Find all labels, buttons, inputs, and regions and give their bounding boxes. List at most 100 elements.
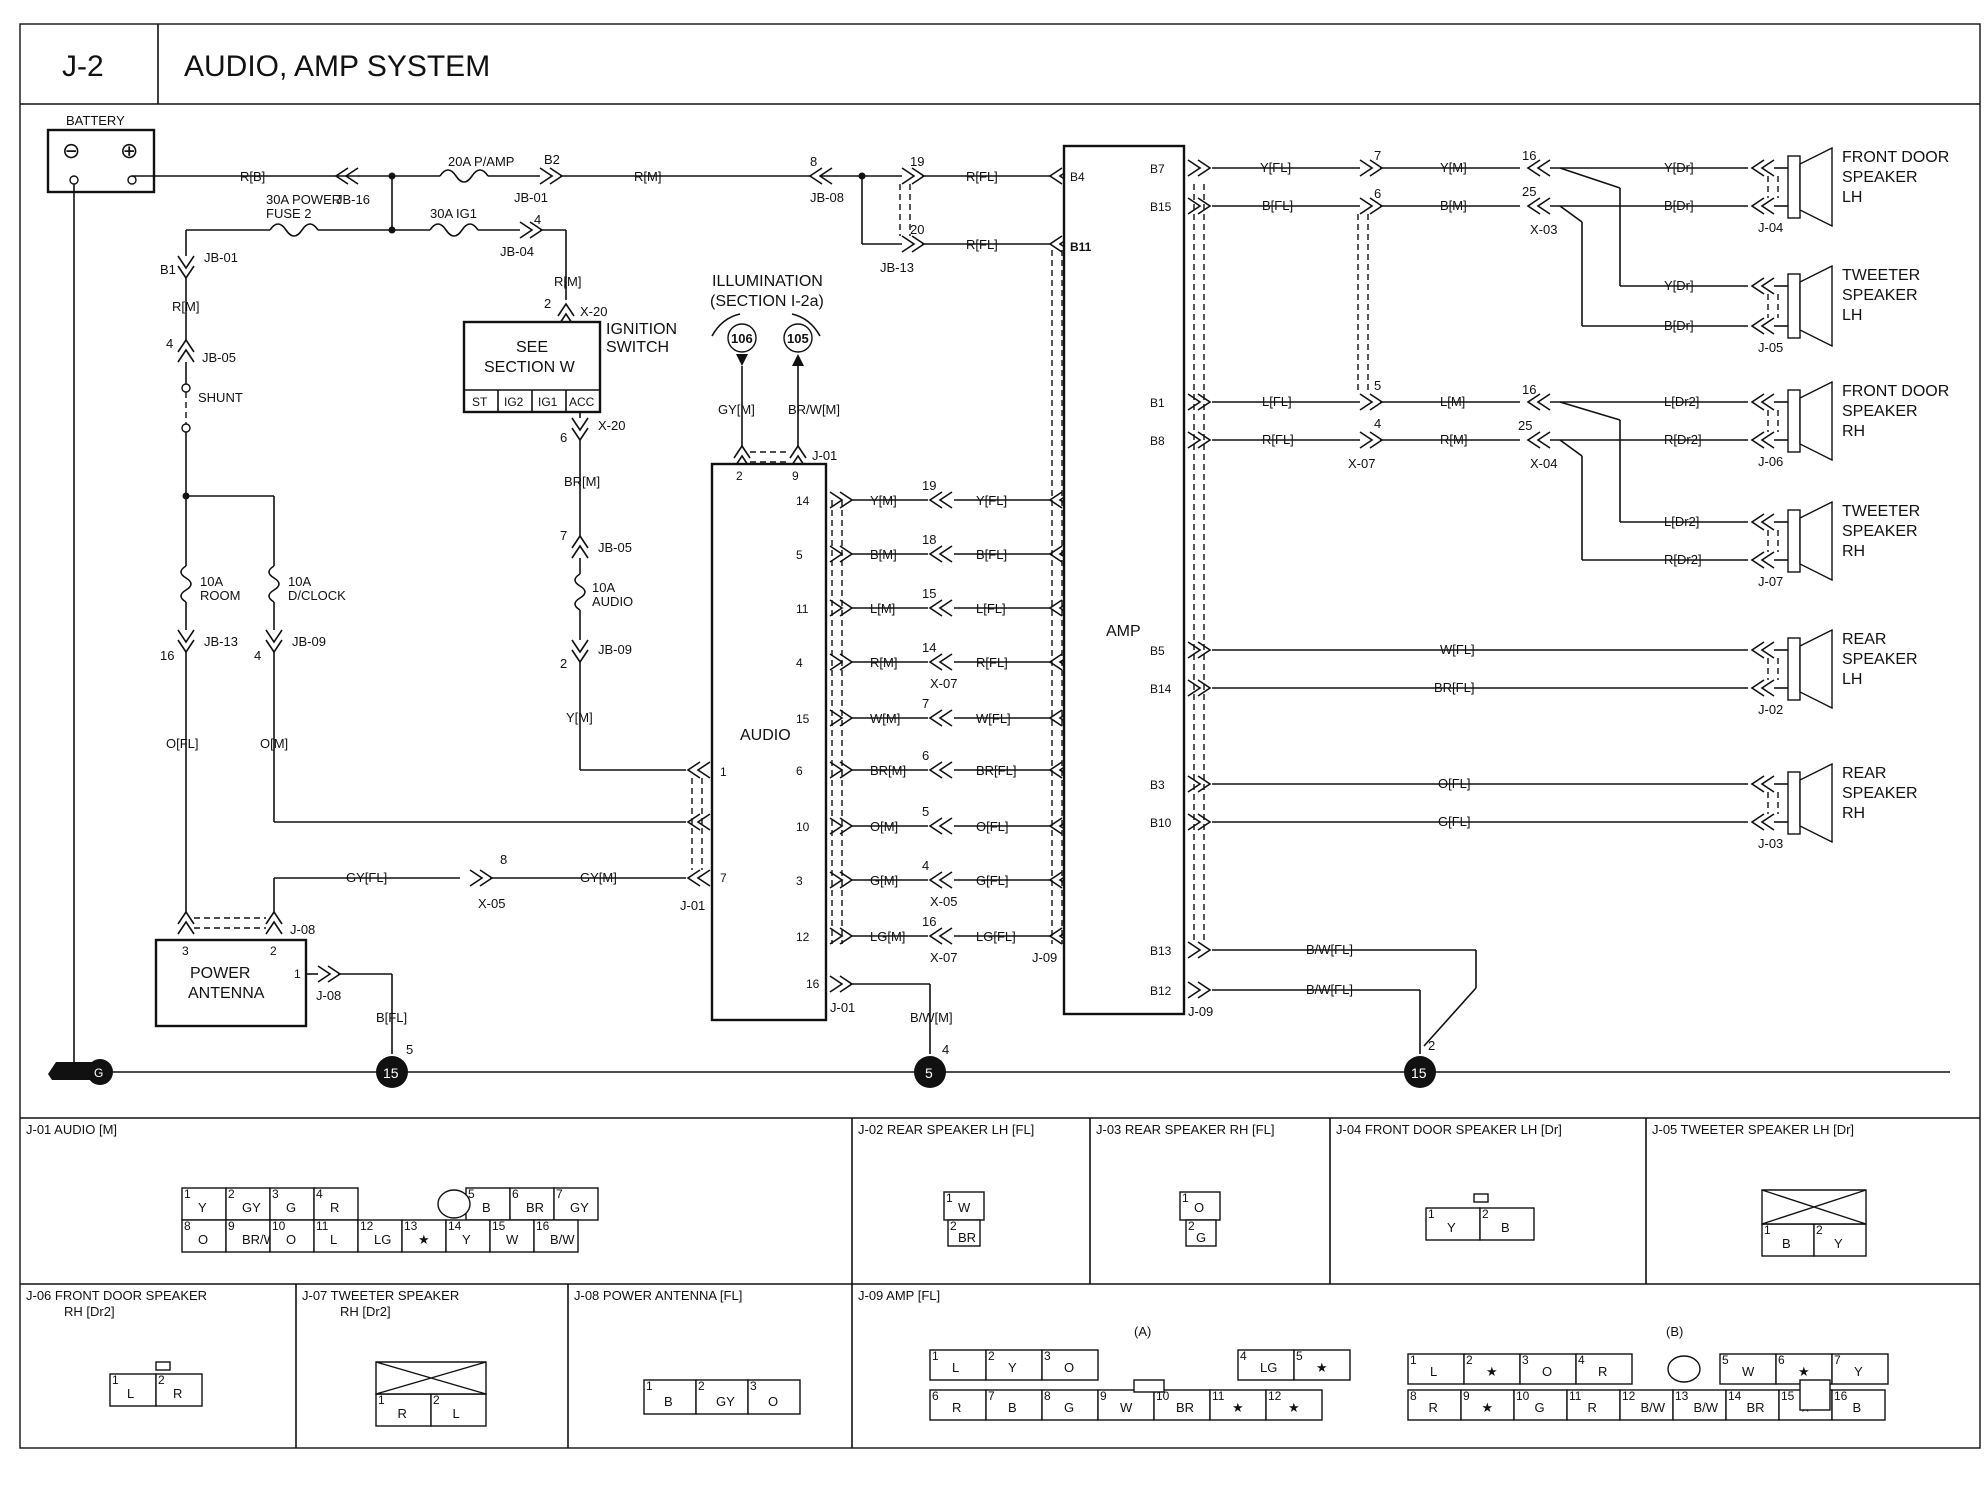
pin-number: 4: [922, 858, 929, 873]
amp-connector: [1187, 981, 1212, 999]
svg-text:8: 8: [500, 852, 507, 867]
audio-pin: 5: [796, 548, 803, 562]
pin-number: 6: [1778, 1353, 1785, 1367]
pin-color: B: [482, 1200, 491, 1215]
wire-label: BR[FL]: [976, 763, 1016, 778]
speaker-cone: [1799, 380, 1833, 462]
svg-text:J-05 TWEETER SPEAKER LH [Dr]: J-05 TWEETER SPEAKER LH [Dr]: [1652, 1122, 1854, 1137]
connector-cell: [401, 1219, 447, 1253]
amp-connector: [1187, 679, 1212, 697]
svg-text:JB-01: JB-01: [204, 250, 238, 265]
pin-number: 3: [1522, 1353, 1529, 1367]
amp-pin: B8: [1150, 434, 1165, 448]
connector-cell: [985, 1389, 1043, 1421]
pin-number: 10: [272, 1219, 286, 1233]
svg-text:JB-04: JB-04: [500, 244, 534, 259]
audio-pin: 14: [796, 494, 810, 508]
audio-pin: 15: [796, 712, 810, 726]
svg-text:X-03: X-03: [1530, 222, 1557, 237]
pin-color: W: [958, 1200, 971, 1215]
pin-color: O: [1064, 1360, 1074, 1375]
pin-color: B/W: [550, 1232, 575, 1247]
connector-id: J-05: [1758, 340, 1783, 355]
pin-number: 2: [1466, 1353, 1473, 1367]
speaker-cone: [1799, 264, 1833, 348]
amp-connector: [1187, 813, 1212, 831]
svg-text:10A: 10A: [592, 580, 615, 595]
svg-text:J-01: J-01: [812, 448, 837, 463]
wire-label: BR[M]: [870, 763, 906, 778]
svg-text:J-09: J-09: [1032, 950, 1057, 965]
svg-text:IGNITION: IGNITION: [606, 321, 677, 338]
speaker-magnet: [1787, 273, 1801, 339]
wire-label: Y[FL]: [976, 493, 1007, 508]
svg-text:R[M]: R[M]: [172, 299, 199, 314]
connector-cell: [1831, 1353, 1889, 1385]
connector-id: X-05: [930, 894, 957, 909]
svg-text:B4: B4: [1070, 170, 1085, 184]
wire-label: O[FL]: [976, 819, 1009, 834]
pin-color: R: [1588, 1400, 1597, 1415]
pin-color: R: [330, 1200, 339, 1215]
connector-mark: [1750, 393, 1775, 411]
svg-text:10A: 10A: [288, 574, 311, 589]
amp-connector: [1187, 159, 1212, 177]
svg-text:R[M]: R[M]: [554, 274, 581, 289]
svg-text:X-05: X-05: [478, 896, 505, 911]
power-antenna: [154, 938, 308, 1028]
svg-text:Y[M]: Y[M]: [566, 710, 593, 725]
amp-connector: [1187, 431, 1212, 449]
connector-cell: [313, 1219, 359, 1253]
pin-number: 1: [932, 1349, 939, 1363]
speaker-magnet: [1787, 155, 1801, 219]
svg-text:BR[M]: BR[M]: [564, 474, 600, 489]
svg-text:106: 106: [731, 331, 753, 346]
connector-mark: [1750, 197, 1775, 215]
svg-text:B11: B11: [1070, 240, 1092, 254]
connector-cell: [1041, 1389, 1099, 1421]
svg-text:J-08 POWER ANTENNA [FL]: J-08 POWER ANTENNA [FL]: [574, 1288, 742, 1303]
pin-number: 1: [1428, 1207, 1435, 1221]
svg-text:B/W[FL]: B/W[FL]: [1306, 982, 1353, 997]
svg-text:20: 20: [910, 222, 924, 237]
pin-number: 14: [448, 1219, 462, 1233]
svg-text:BR/W[M]: BR/W[M]: [788, 402, 840, 417]
pin-number: 5: [1722, 1353, 1729, 1367]
pin-number: 11: [1569, 1389, 1582, 1403]
svg-text:JB-13: JB-13: [880, 260, 914, 275]
svg-text:JB-01: JB-01: [514, 190, 548, 205]
header-code: J-2: [62, 50, 104, 83]
pin-color: BR: [958, 1230, 976, 1245]
amp-pin: B3: [1150, 778, 1165, 792]
svg-text:J-08: J-08: [290, 922, 315, 937]
svg-text:B/W[FL]: B/W[FL]: [1306, 942, 1353, 957]
pin-color: BR: [526, 1200, 544, 1215]
inline-connector: [928, 761, 953, 779]
pin-number: 1: [646, 1379, 653, 1393]
svg-text:Y[FL]: Y[FL]: [1260, 160, 1291, 175]
svg-text:R[M]: R[M]: [634, 169, 661, 184]
pin-number: 11: [316, 1219, 329, 1233]
pin-color: O: [1542, 1364, 1552, 1379]
pin-color: ★: [1288, 1400, 1300, 1415]
speaker-name: RH: [1842, 543, 1865, 560]
pin-color: O: [1194, 1200, 1204, 1215]
connector-cell: [155, 1373, 203, 1407]
svg-text:FUSE 2: FUSE 2: [266, 206, 312, 221]
svg-text:2: 2: [560, 656, 567, 671]
wire-label: LG[FL]: [976, 929, 1016, 944]
inline-connector: [928, 927, 953, 945]
speaker-name: SPEAKER: [1842, 785, 1918, 802]
connector-mark: [1750, 317, 1775, 335]
audio-pin: 6: [796, 764, 803, 778]
svg-text:R[FL]: R[FL]: [1262, 432, 1294, 447]
svg-text:25: 25: [1522, 184, 1536, 199]
pin-color: ★: [1232, 1400, 1244, 1415]
svg-text:1: 1: [294, 967, 301, 981]
svg-text:15: 15: [1411, 1065, 1427, 1081]
pin-number: 11: [1212, 1389, 1225, 1403]
svg-text:JB-13: JB-13: [204, 634, 238, 649]
pin-number: 5: [468, 1187, 475, 1201]
svg-text:7: 7: [720, 871, 727, 885]
amp-pin: B12: [1150, 984, 1172, 998]
